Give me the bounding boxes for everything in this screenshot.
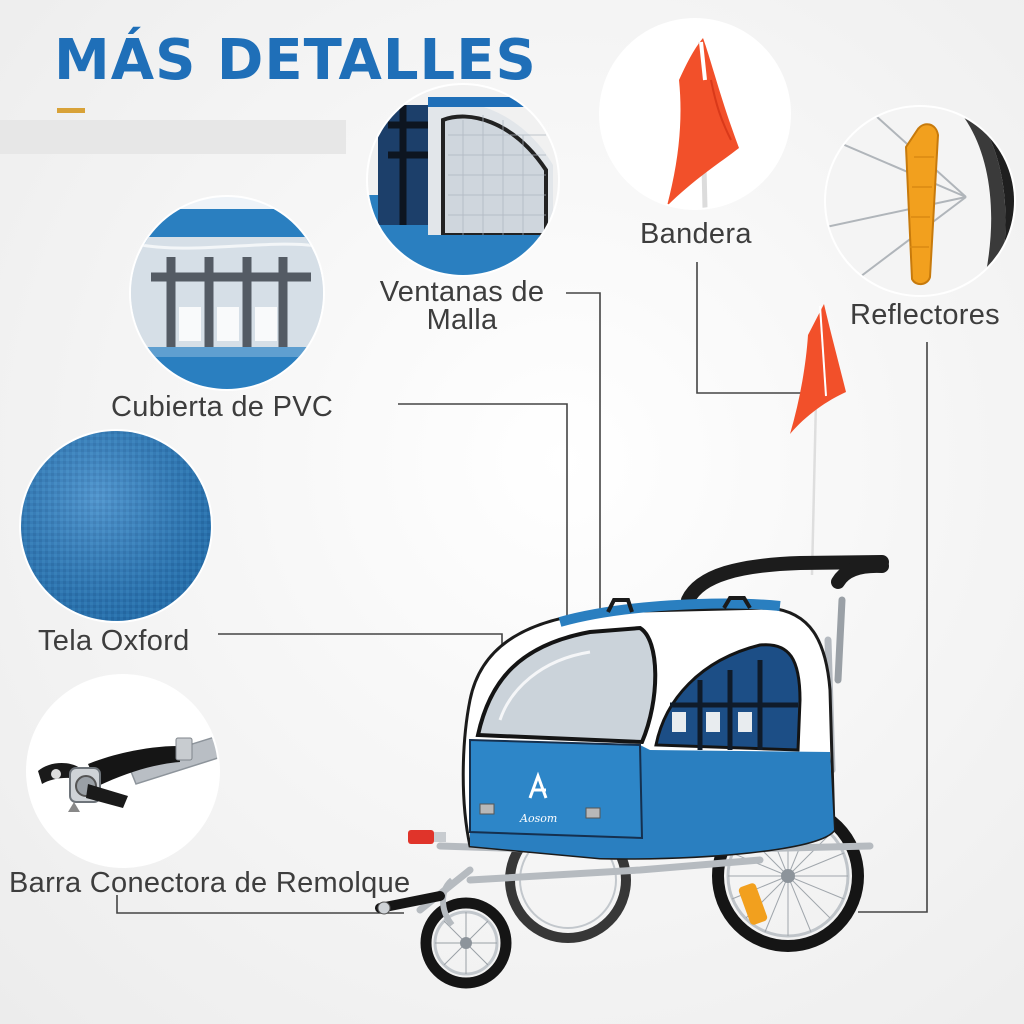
front-wheel: [420, 877, 512, 989]
trailer-body: Aosom: [461, 596, 836, 860]
reflectors-label: Reflectores: [850, 299, 1000, 331]
page-title: MÁS DETALLES: [54, 28, 537, 93]
flag-label: Bandera: [640, 218, 752, 250]
tow-bar-connector: [375, 891, 445, 915]
mesh-windows-label-line2: Malla: [426, 304, 498, 336]
tow-bar-detail-image: [28, 676, 218, 866]
brand-logo: Aosom: [519, 812, 557, 825]
pvc-cover-detail-image: [131, 197, 323, 389]
pvc-cover-label: Cubierta de PVC: [111, 391, 334, 423]
flag-detail-image: [601, 20, 789, 208]
trailer-flag: [790, 304, 846, 576]
red-reflector: [408, 830, 446, 844]
title-strip: [0, 120, 346, 154]
mesh-windows-label-line1: Ventanas de: [379, 276, 545, 308]
title-underline: [57, 108, 85, 113]
oxford-fabric-label: Tela Oxford: [38, 625, 190, 657]
mesh-windows-detail-image: [368, 85, 558, 275]
oxford-fabric-detail-image: [21, 431, 211, 621]
tow-bar-label: Barra Conectora de Remolque: [9, 867, 411, 899]
